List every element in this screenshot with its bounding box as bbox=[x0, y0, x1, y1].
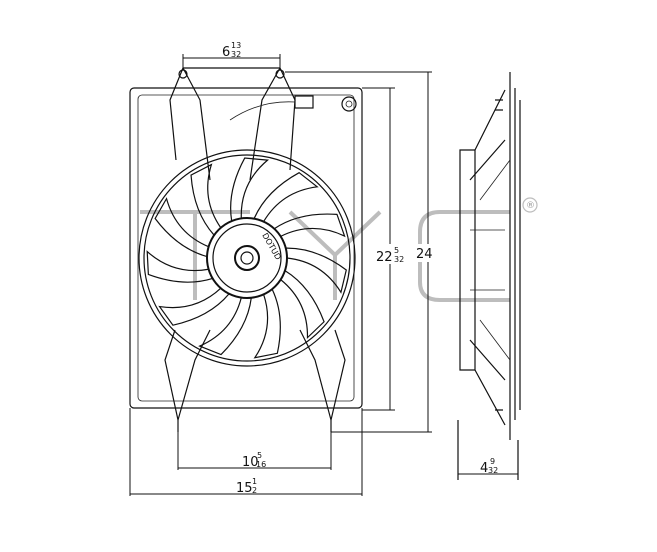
dim-bottom-spacing: 10 5 16 bbox=[242, 451, 266, 470]
svg-text:5: 5 bbox=[257, 451, 262, 460]
svg-text:15: 15 bbox=[236, 481, 253, 496]
side-view bbox=[457, 72, 521, 480]
fan-blade bbox=[273, 213, 346, 238]
svg-text:4: 4 bbox=[480, 461, 488, 476]
dimension-lines bbox=[129, 54, 518, 496]
fan-blade bbox=[190, 163, 222, 236]
dim-top-spacing: 6 13 32 bbox=[222, 41, 241, 60]
svg-text:24: 24 bbox=[416, 247, 433, 262]
fan-blade bbox=[253, 288, 281, 359]
svg-text:6: 6 bbox=[222, 45, 230, 60]
svg-text:5: 5 bbox=[394, 246, 399, 255]
svg-text:10: 10 bbox=[242, 455, 259, 470]
fan-blade bbox=[280, 270, 325, 340]
fan-blade bbox=[285, 247, 347, 294]
svg-text:32: 32 bbox=[231, 50, 241, 59]
front-view: DOTUD bbox=[129, 67, 363, 432]
fan-blade bbox=[146, 250, 213, 283]
fan-blade bbox=[253, 171, 319, 222]
fan-blade bbox=[158, 287, 230, 326]
fan-blades bbox=[146, 157, 347, 359]
fan-blade bbox=[230, 157, 270, 222]
svg-text:2: 2 bbox=[252, 486, 257, 495]
svg-text:16: 16 bbox=[256, 460, 266, 469]
svg-text:22: 22 bbox=[376, 250, 393, 265]
svg-text:1: 1 bbox=[252, 477, 257, 486]
dim-overall-height: 24 bbox=[414, 244, 436, 262]
svg-text:32: 32 bbox=[394, 255, 404, 264]
watermark-registered-mark: ® bbox=[526, 201, 535, 211]
fan-blade bbox=[198, 297, 252, 356]
dim-depth: 4 9 32 bbox=[480, 457, 498, 476]
dim-overall-width: 15 1 2 bbox=[236, 477, 257, 496]
fan-blade bbox=[154, 197, 209, 258]
svg-text:9: 9 bbox=[490, 457, 495, 466]
svg-text:32: 32 bbox=[488, 466, 498, 475]
svg-text:13: 13 bbox=[231, 41, 241, 50]
dim-inner-height: 22 5 32 bbox=[375, 244, 405, 265]
